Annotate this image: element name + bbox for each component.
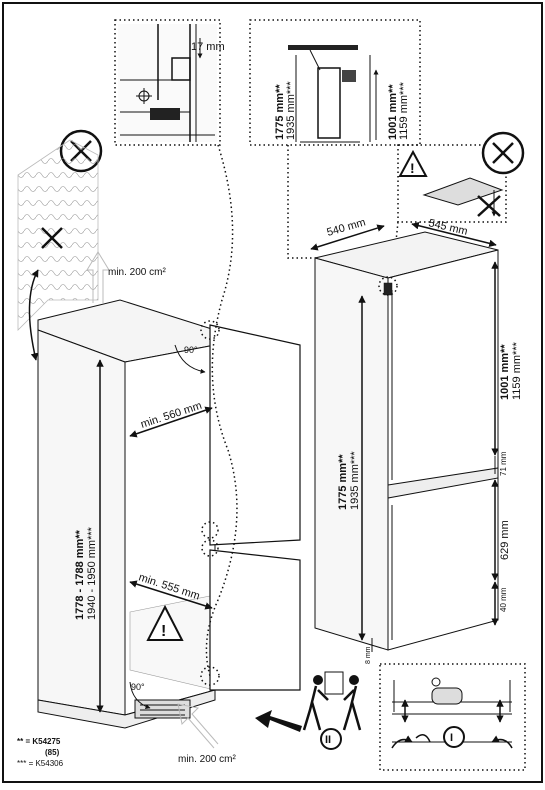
detail-height-b: 1001 mm** (387, 84, 399, 140)
detail-box-feet-adjust (379, 663, 526, 771)
appliance-upper-height-alt-label: 1159 mm*** (511, 341, 523, 400)
detail-connector (205, 144, 238, 677)
appliance-bottom-gap-label: 40 mm (499, 587, 508, 612)
ventilation-arrow-icon (177, 703, 219, 749)
appliance-upper-height-label: 1001 mm** (499, 344, 511, 400)
appliance-gap-mid-label: 71 mm (499, 451, 508, 476)
warning-icon: ! (398, 149, 428, 177)
niche-height-alt-label: 1940 - 1950 mm*** (86, 526, 98, 620)
warning-icon: ! (146, 604, 184, 641)
hinge-marker (200, 666, 220, 686)
wall-section (17, 139, 99, 361)
ventilation-bottom-label: min. 200 cm² (178, 754, 236, 765)
push-arrow-icon (255, 710, 302, 732)
appliance-depth-label: 540 mm (326, 216, 368, 238)
detail-height-a-alt: 1935 mm*** (285, 81, 297, 140)
appliance-lower-height-label: 629 mm (499, 520, 511, 560)
angle-bottom-label: 90° (131, 682, 145, 692)
refrigerator-appliance (314, 231, 499, 651)
detail-connector (391, 221, 399, 281)
detail-box-hinge-gap: 17 mm (114, 19, 225, 146)
niche-height-label: 1778 - 1788 mm** (74, 529, 86, 620)
step-two-label: II (325, 734, 331, 746)
angle-top-label: 90° (184, 345, 198, 355)
detail-box-heights: 1775 mm** 1935 mm*** 1001 mm** 1159 mm**… (249, 19, 421, 146)
gap-dimension-label: 17 mm (191, 41, 225, 53)
ventilation-top-label: min. 200 cm² (108, 267, 166, 278)
step-one-label: I (450, 732, 453, 744)
footnote-model-b: *** = K54306 (17, 759, 64, 768)
cabinet-door (209, 324, 301, 691)
svg-text:!: ! (161, 623, 166, 640)
appliance-foot-gap-label: 8 mm (365, 646, 372, 664)
ventilation-arrow-icon (86, 251, 110, 303)
hinge-marker (201, 539, 219, 557)
prohibited-icon (481, 131, 525, 175)
appliance-height-label: 1775 mm** (337, 454, 349, 510)
step-one-badge: I (443, 726, 465, 748)
step-two-badge: II (320, 728, 342, 750)
svg-text:!: ! (410, 160, 415, 176)
footnote-model-a-sub: (85) (45, 748, 60, 757)
hinge-marker (200, 320, 220, 340)
detail-height-a: 1775 mm** (274, 84, 286, 140)
detail-height-b-alt: 1159 mm*** (398, 81, 410, 140)
kitchen-cabinet (37, 299, 216, 729)
hinge-marker (201, 521, 219, 539)
two-people-lift-icon (302, 671, 362, 731)
appliance-height-alt-label: 1935 mm*** (349, 451, 361, 510)
footnote-model-a: ** = K54275 (17, 737, 61, 746)
